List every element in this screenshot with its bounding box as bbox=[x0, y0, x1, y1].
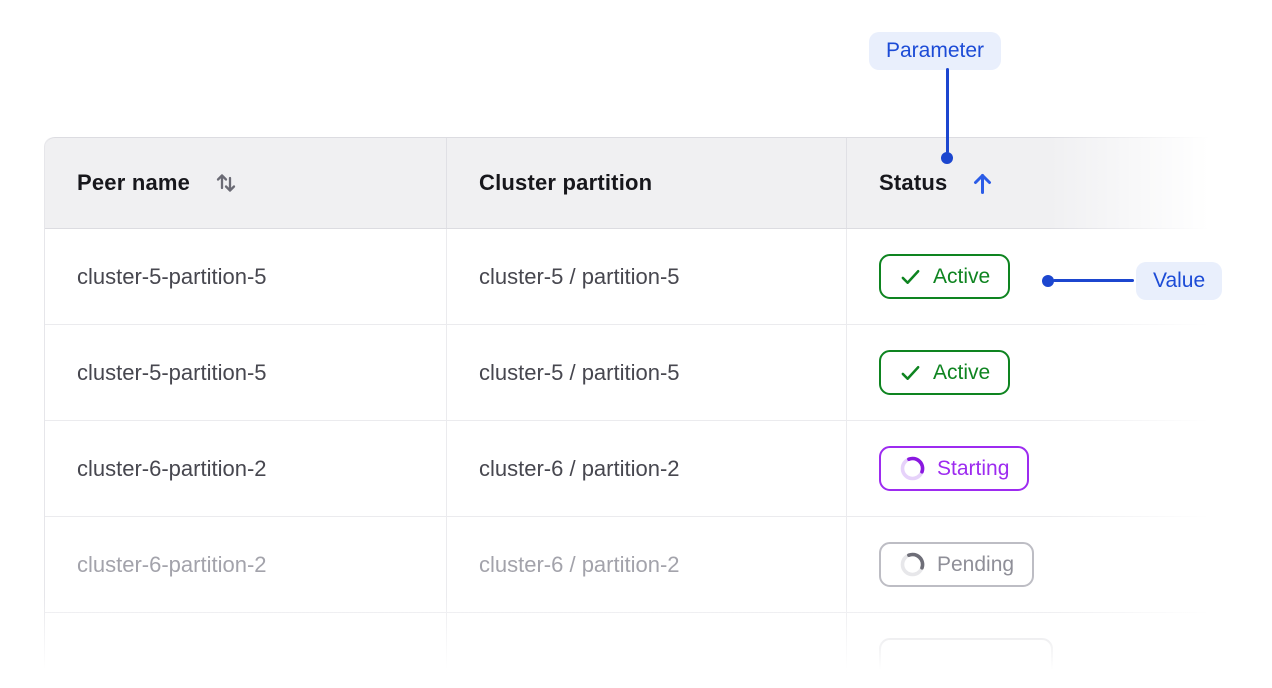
parameter-connector-line bbox=[946, 68, 949, 153]
status-badge: Active bbox=[879, 254, 1011, 299]
status-cell: Starting bbox=[847, 421, 1211, 516]
value-connector-dot bbox=[1042, 275, 1054, 287]
status-badge: Starting bbox=[879, 446, 1030, 491]
status-cell: Active bbox=[847, 325, 1211, 420]
bottom-fade-overlay bbox=[0, 596, 1272, 688]
parameter-callout-label: Parameter bbox=[886, 39, 985, 62]
column-header-label: Status bbox=[879, 170, 948, 195]
status-badge-label: Starting bbox=[937, 457, 1010, 480]
peer-name-cell: cluster-6-partition-2 bbox=[45, 421, 447, 516]
check-icon bbox=[899, 361, 922, 384]
right-fade-overlay bbox=[1048, 0, 1272, 688]
cluster-partition-cell: cluster-5 / partition-5 bbox=[447, 325, 847, 420]
parameter-connector-dot bbox=[941, 152, 953, 164]
status-badge-label: Active bbox=[933, 361, 991, 384]
spinner-icon bbox=[899, 455, 926, 482]
status-badge: Pending bbox=[879, 542, 1035, 587]
status-cell: Active bbox=[847, 229, 1211, 324]
column-header-label: Peer name bbox=[77, 170, 191, 195]
table-header-row: Peer name Cluster partition Status bbox=[45, 137, 1210, 229]
cluster-partition-cell: cluster-6 / partition-2 bbox=[447, 421, 847, 516]
sort-both-icon[interactable] bbox=[212, 169, 240, 197]
value-callout-label: Value bbox=[1153, 269, 1206, 292]
status-badge-label: Active bbox=[933, 265, 991, 288]
cluster-partition-cell: cluster-6 / partition-2 bbox=[447, 517, 847, 612]
value-callout: Value bbox=[1136, 262, 1223, 300]
status-badge-label: Pending bbox=[937, 553, 1015, 576]
column-header-status[interactable]: Status bbox=[847, 138, 1211, 228]
column-header-peer-name[interactable]: Peer name bbox=[45, 138, 447, 228]
status-badge: Active bbox=[879, 350, 1011, 395]
column-header-cluster-partition: Cluster partition bbox=[447, 138, 847, 228]
arrow-up-icon[interactable] bbox=[969, 170, 996, 197]
spinner-icon bbox=[899, 551, 926, 578]
check-icon bbox=[899, 265, 922, 288]
peer-name-cell: cluster-6-partition-2 bbox=[45, 517, 447, 612]
peer-name-cell: cluster-5-partition-5 bbox=[45, 229, 447, 324]
peer-name-cell: cluster-5-partition-5 bbox=[45, 325, 447, 420]
value-connector-line bbox=[1053, 279, 1134, 282]
column-header-label: Cluster partition bbox=[479, 170, 653, 195]
status-cell: Pending bbox=[847, 517, 1211, 612]
parameter-callout: Parameter bbox=[869, 32, 1002, 70]
cluster-partition-cell: cluster-5 / partition-5 bbox=[447, 229, 847, 324]
